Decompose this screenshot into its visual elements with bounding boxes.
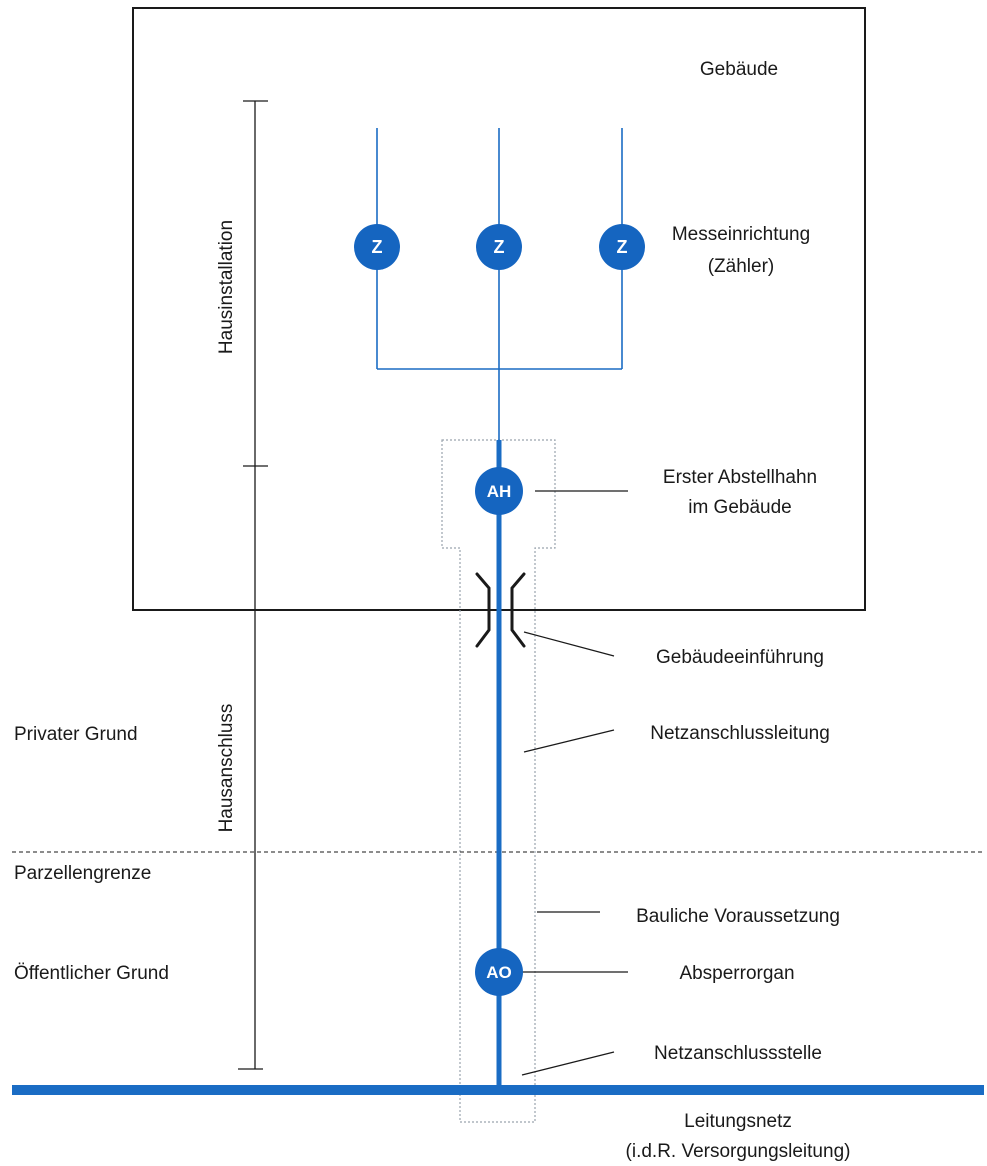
label-hausanschluss: Hausanschluss	[216, 704, 237, 833]
label-bauliche-voraussetzung: Bauliche Voraussetzung	[636, 906, 840, 927]
label-versorgungsleitung: (i.d.R. Versorgungsleitung)	[626, 1141, 851, 1162]
label-messeinrichtung: Messeinrichtung	[672, 224, 810, 245]
absperrorgan-node: AO	[475, 948, 523, 996]
label-gebaeudeeinfuehrung: Gebäudeeinführung	[656, 647, 824, 668]
building-entry-icon	[475, 572, 526, 648]
leader-lines	[521, 490, 628, 1076]
label-netzanschlussleitung: Netzanschlussleitung	[650, 723, 830, 744]
label-parzellengrenze: Parzellengrenze	[14, 863, 151, 884]
svg-text:AH: AH	[487, 482, 512, 501]
svg-text:Z: Z	[494, 237, 505, 257]
label-abstellhahn-2: im Gebäude	[688, 497, 792, 518]
label-gebaeude: Gebäude	[700, 59, 778, 80]
meter-node-1: Z	[354, 224, 400, 270]
construction-requirement-outline	[441, 439, 556, 1123]
dimension-lines	[238, 100, 268, 1070]
svg-text:Z: Z	[372, 237, 383, 257]
label-privater-grund: Privater Grund	[14, 724, 138, 745]
svg-text:Z: Z	[617, 237, 628, 257]
label-zaehler: (Zähler)	[708, 256, 775, 277]
svg-text:AO: AO	[486, 963, 512, 982]
label-absperrorgan: Absperrorgan	[679, 963, 794, 984]
label-abstellhahn: Erster Abstellhahn	[663, 467, 817, 488]
meter-pipes	[376, 128, 623, 440]
abstellhahn-node: AH	[475, 467, 523, 515]
label-oeffentlicher-grund: Öffentlicher Grund	[14, 963, 169, 984]
label-netzanschlussstelle: Netzanschlussstelle	[654, 1043, 822, 1064]
building-outline	[132, 7, 866, 611]
label-hausinstallation: Hausinstallation	[216, 220, 237, 354]
meter-node-2: Z	[476, 224, 522, 270]
meter-node-3: Z	[599, 224, 645, 270]
label-leitungsnetz: Leitungsnetz	[684, 1111, 792, 1132]
